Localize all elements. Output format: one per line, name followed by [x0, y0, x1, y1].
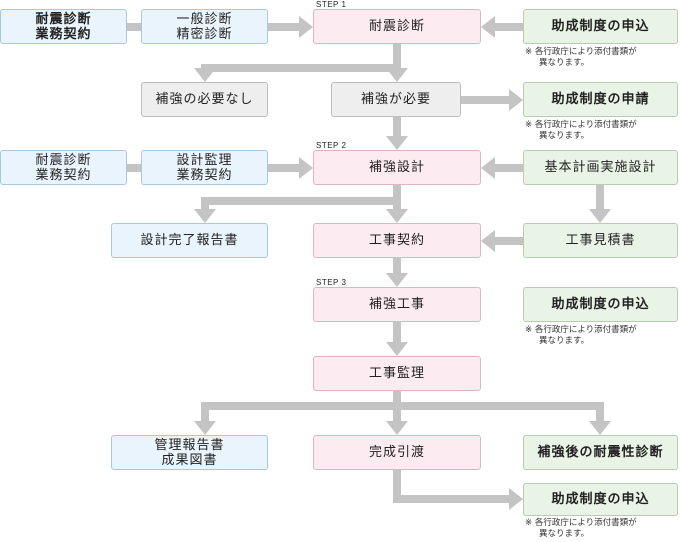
box-line: 耐震診断	[35, 11, 92, 27]
arrowhead	[481, 16, 495, 38]
box-line: 設計監理	[176, 152, 233, 168]
arrowhead	[194, 209, 216, 223]
arrowhead	[386, 342, 408, 356]
attachment-note-3: ※ 各行政庁により添付書類が 異なります。	[525, 325, 680, 347]
step-2-label: STEP 2	[316, 141, 347, 150]
connector-line	[393, 470, 509, 503]
note-line-2: 異なります。	[539, 336, 590, 346]
arrowhead	[299, 157, 313, 179]
note-line-2: 異なります。	[539, 529, 590, 539]
arrowhead	[509, 488, 523, 510]
reinforcement-work-box: 補強工事	[313, 287, 481, 322]
note-line-2: 異なります。	[539, 131, 590, 141]
box-line: 耐震診断	[35, 152, 92, 168]
arrowhead	[299, 16, 313, 38]
construction-supervision-box: 工事監理	[313, 356, 481, 391]
construction-estimate-box: 工事見積書	[523, 223, 678, 258]
step-1-label: STEP 1	[316, 0, 347, 9]
arrowhead	[194, 68, 216, 82]
no-reinforcement-box: 補強の必要なし	[141, 82, 268, 117]
box-line: 一般診断	[176, 11, 233, 27]
arrowhead	[386, 209, 408, 223]
step-3-label: STEP 3	[316, 278, 347, 287]
box-line: 業務契約	[35, 26, 92, 42]
subsidy-apply-box-3: 助成制度の申込	[523, 287, 678, 322]
box-line: 業務契約	[35, 167, 92, 183]
note-line-1: ※ 各行政庁により添付書類が	[525, 47, 637, 57]
box-line: 精密診断	[176, 26, 233, 42]
arrowhead	[386, 421, 408, 435]
design-supervision-contract-box: 設計監理 業務契約	[141, 150, 268, 185]
basic-plan-design-box: 基本計画実施設計	[523, 150, 678, 185]
construction-contract-box: 工事契約	[313, 223, 481, 258]
general-precise-diagnosis-box: 一般診断 精密診断	[141, 9, 268, 44]
post-reinforcement-diagnosis-box: 補強後の耐震性診断	[523, 435, 678, 470]
box-line: 業務契約	[176, 167, 233, 183]
subsidy-application-box: 助成制度の申請	[523, 82, 678, 117]
box-line: 管理報告書	[154, 437, 225, 453]
seismic-diagnosis-contract-box: 耐震診断 業務契約	[0, 9, 127, 44]
box-line: 成果図書	[161, 452, 218, 468]
arrowhead	[481, 230, 495, 252]
note-line-1: ※ 各行政庁により添付書類が	[525, 325, 637, 335]
arrowhead	[386, 273, 408, 287]
design-completion-report-box: 設計完了報告書	[111, 223, 268, 258]
note-line-1: ※ 各行政庁により添付書類が	[525, 518, 637, 528]
note-line-2: 異なります。	[539, 58, 590, 68]
attachment-note-2: ※ 各行政庁により添付書類が 異なります。	[525, 120, 680, 142]
arrowhead	[481, 157, 495, 179]
seismic-diagnosis-box: 耐震診断	[313, 9, 481, 44]
arrowhead	[589, 421, 611, 435]
attachment-note-1: ※ 各行政庁により添付書類が 異なります。	[525, 47, 680, 69]
subsidy-apply-box-4: 助成制度の申込	[523, 483, 678, 516]
reinforcement-design-box: 補強設計	[313, 150, 481, 185]
reinforcement-needed-box: 補強が必要	[331, 82, 461, 117]
attachment-note-4: ※ 各行政庁により添付書類が 異なります。	[525, 518, 680, 540]
note-line-1: ※ 各行政庁により添付書類が	[525, 120, 637, 130]
arrowhead	[589, 209, 611, 223]
subsidy-apply-box-1: 助成制度の申込	[523, 9, 678, 44]
design-contract-box: 耐震診断 業務契約	[0, 150, 127, 185]
management-report-box: 管理報告書 成果図書	[111, 435, 268, 470]
arrowhead	[194, 421, 216, 435]
arrowhead	[509, 89, 523, 111]
arrowhead	[386, 136, 408, 150]
completion-handover-box: 完成引渡	[313, 435, 481, 470]
